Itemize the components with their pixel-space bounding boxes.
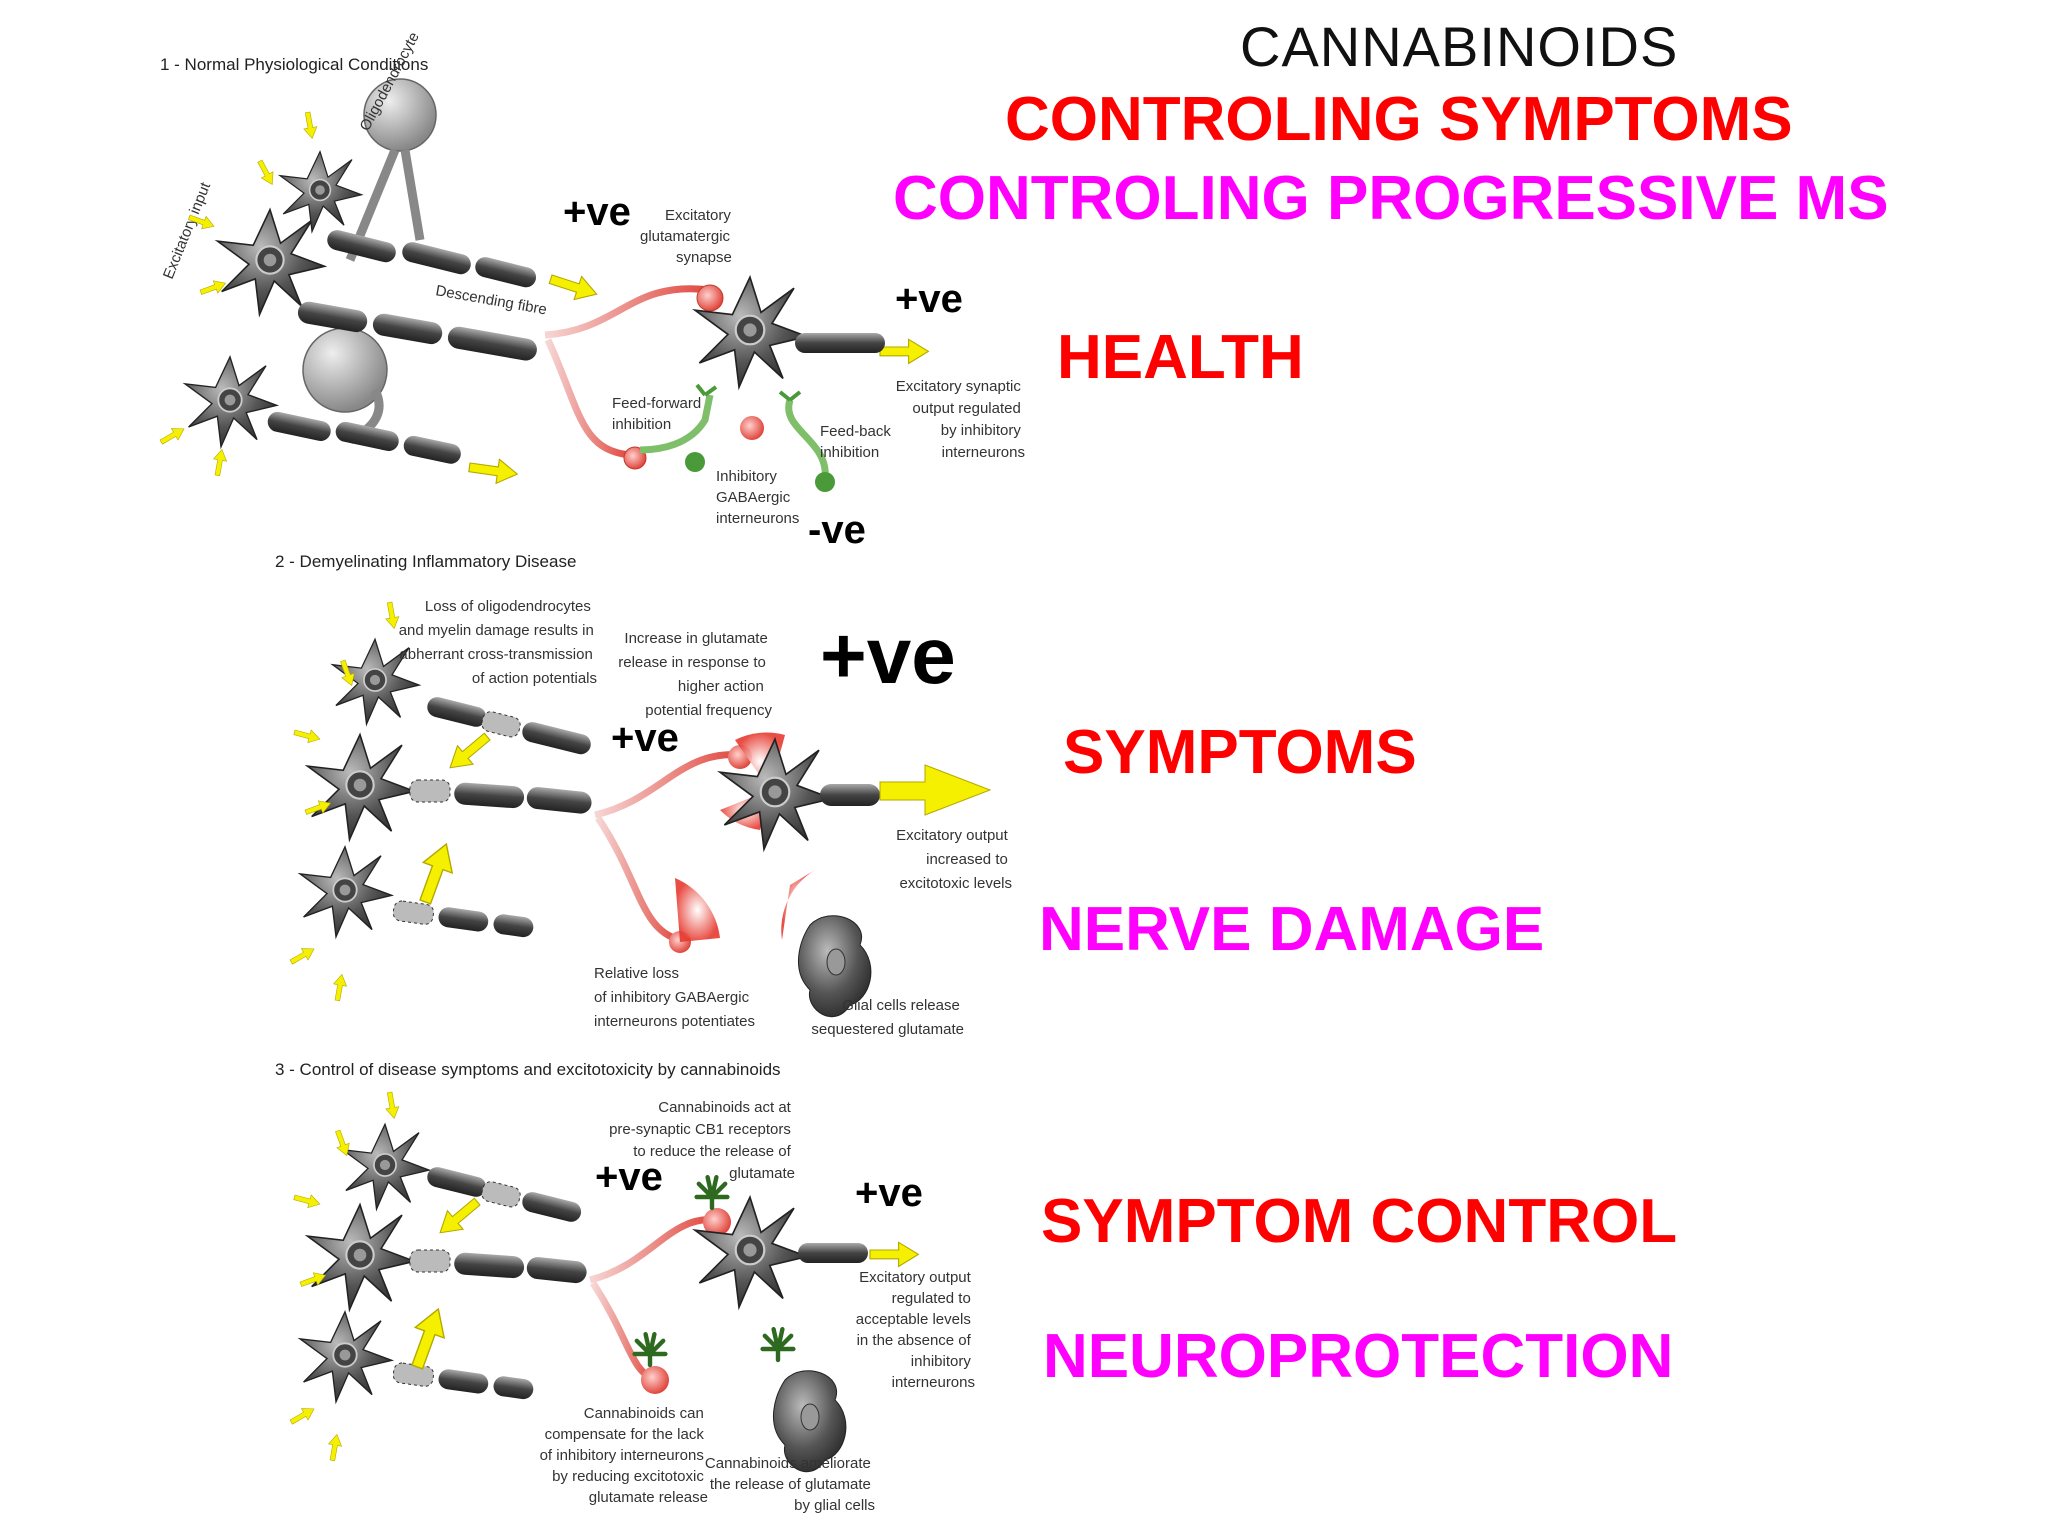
slide-title: CANNABINOIDS [1240,15,1679,78]
oligodendrocyte-top [363,78,437,152]
arrow [382,1090,402,1120]
arrow [210,447,229,477]
sign-positive: +ve [563,190,631,234]
ameliorate-note: Cannabinoids ameliorate the release of g… [705,1455,875,1514]
inhibitory-interneurons [639,383,835,492]
descending-fibre-label: Descending fibre [434,282,548,318]
arrow [410,838,462,908]
damaged-axons [392,697,592,938]
sign-positive-large: +ve [820,611,956,700]
feed-forward-label: Feed-forward inhibition [612,395,705,433]
arrow [546,267,601,307]
arrow [287,1402,318,1429]
output-label: Excitatory synaptic output regulated by … [896,378,1025,461]
synapse-terminal [696,284,724,312]
label-health: HEALTH [1057,323,1304,392]
arrow [198,276,229,299]
arrow [292,725,322,746]
neuron [279,150,363,233]
sign-positive: +ve [855,1171,923,1215]
arrow [869,1241,919,1268]
neuron [341,1123,431,1211]
panel-demyelinating: 2 - Demyelinating Inflammatory Disease [275,552,1012,1038]
output-arrow-large [879,764,992,816]
neuron [184,355,278,448]
neuron [299,845,393,938]
arrow [441,726,496,778]
panel-cannabinoid-control: 3 - Control of disease symptoms and exci… [275,1060,975,1514]
compensate-note: Cannabinoids can compensate for the lack… [540,1405,708,1506]
increase-note: Increase in glutamate release in respons… [618,630,772,719]
synapse-label: Excitatory glutamatergic synapse [640,207,735,266]
neuron [306,733,416,841]
excitatory-input-label: Excitatory input [160,179,214,281]
feed-back-label: Feed-back inhibition [820,423,895,461]
glial-note: Glial cells release sequestered glutamat… [811,997,964,1038]
arrow [879,338,929,365]
interneurons-label: Inhibitory GABAergic interneurons [716,468,799,527]
neuron-diagram: 1 - Normal Physiological Conditions Exci… [157,29,1025,1514]
arrow [431,1191,486,1243]
synapse-terminal [703,1208,731,1236]
panel1-title: 1 - Normal Physiological Conditions [160,55,428,74]
neuron [306,1203,416,1311]
panel-normal: 1 - Normal Physiological Conditions Exci… [157,29,1025,552]
arrow [330,972,349,1002]
cannabis-leaf-icon [635,1334,666,1365]
sign-negative: -ve [808,508,866,552]
label-nerve-damage: NERVE DAMAGE [1039,895,1545,964]
sign-positive: +ve [611,716,679,760]
arrow [287,942,318,969]
neuron [216,208,326,316]
sign-positive: +ve [595,1155,663,1199]
relative-loss-note: Relative loss of inhibitory GABAergic in… [594,965,755,1030]
synapse-terminal [641,1366,669,1394]
arrow [325,1432,344,1462]
arrow [300,110,320,140]
arrow [467,454,520,487]
arrow [292,1190,322,1211]
excitotoxic-glow [675,878,720,942]
arrow [402,1303,454,1373]
cannabis-leaf-icon [697,1177,728,1208]
sign-positive: +ve [895,277,963,321]
label-neuroprotection: NEUROPROTECTION [1043,1322,1674,1391]
subtitle-progressive-ms: CONTROLING PROGRESSIVE MS [893,164,1889,233]
output-label: Excitatory output regulated to acceptabl… [856,1269,975,1391]
cannabis-leaf-icon [763,1329,794,1360]
arrow [253,157,279,188]
cannabinoid-action-note: Cannabinoids act at pre-synaptic CB1 rec… [609,1099,795,1182]
panel3-title: 3 - Control of disease symptoms and exci… [275,1060,781,1079]
label-symptoms: SYMPTOMS [1063,718,1417,787]
output-label: Excitatory output increased to excitotox… [896,827,1012,892]
label-symptom-control: SYMPTOM CONTROL [1041,1187,1678,1256]
arrow [157,422,188,449]
damaged-axons [392,1167,587,1400]
panel2-title: 2 - Demyelinating Inflammatory Disease [275,552,576,571]
loss-note: Loss of oligodendrocytes and myelin dama… [399,598,598,687]
axon-segments [267,230,537,464]
neuron [299,1310,393,1403]
subtitle-symptoms: CONTROLING SYMPTOMS [1005,85,1793,154]
